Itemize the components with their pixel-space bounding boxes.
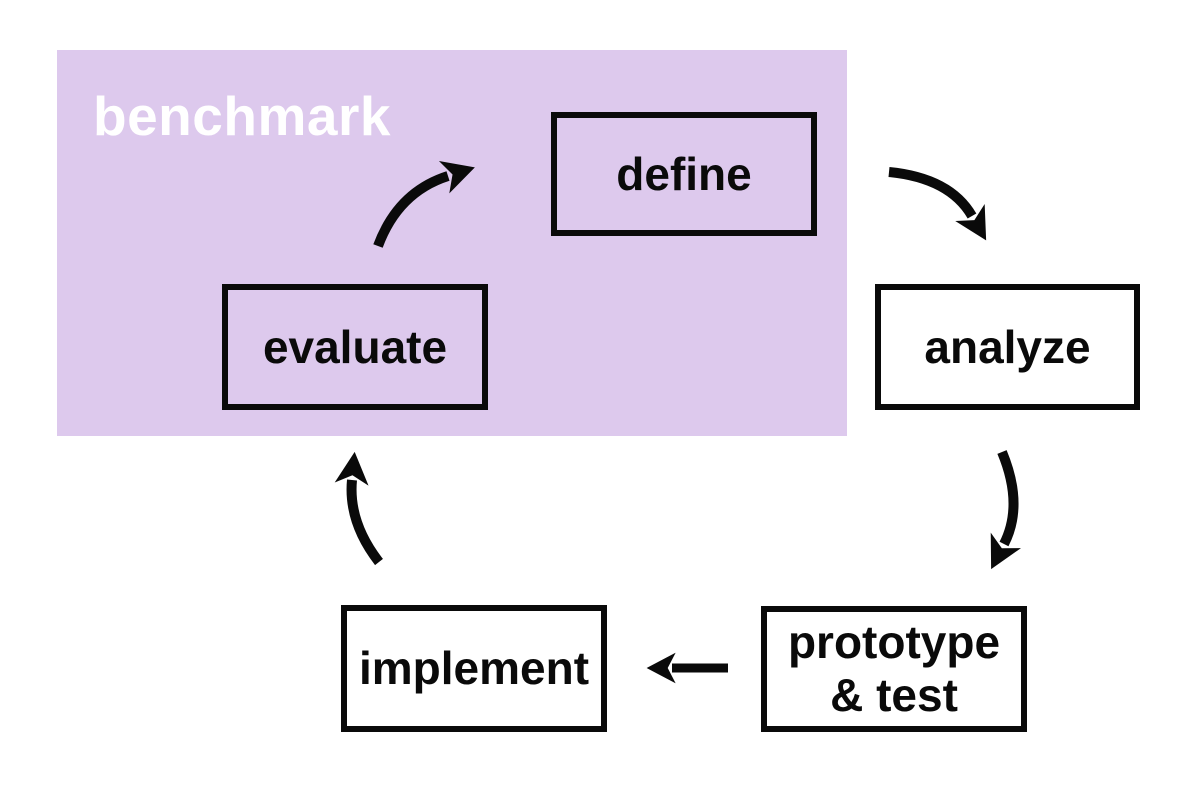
arrow-define-to-analyze xyxy=(888,167,987,241)
node-evaluate-label: evaluate xyxy=(262,320,448,373)
node-analyze-label: analyze xyxy=(924,320,1091,373)
node-implement-label: implement xyxy=(358,642,590,695)
node-prototype-label-line2: & test xyxy=(830,669,958,721)
arrow-implement-to-evaluate xyxy=(334,451,383,566)
node-prototype-and-test: prototype & test xyxy=(761,606,1027,732)
node-implement: implement xyxy=(341,605,607,732)
node-evaluate: evaluate xyxy=(222,284,488,410)
node-prototype-and-test-label: prototype & test xyxy=(788,616,1000,722)
node-analyze: analyze xyxy=(875,284,1140,410)
node-define-label: define xyxy=(616,147,752,200)
node-define: define xyxy=(551,112,817,236)
node-prototype-label-line1: prototype xyxy=(787,616,1001,669)
arrow-analyze-to-prototype xyxy=(990,450,1021,570)
benchmark-region-label: benchmark xyxy=(93,85,391,147)
